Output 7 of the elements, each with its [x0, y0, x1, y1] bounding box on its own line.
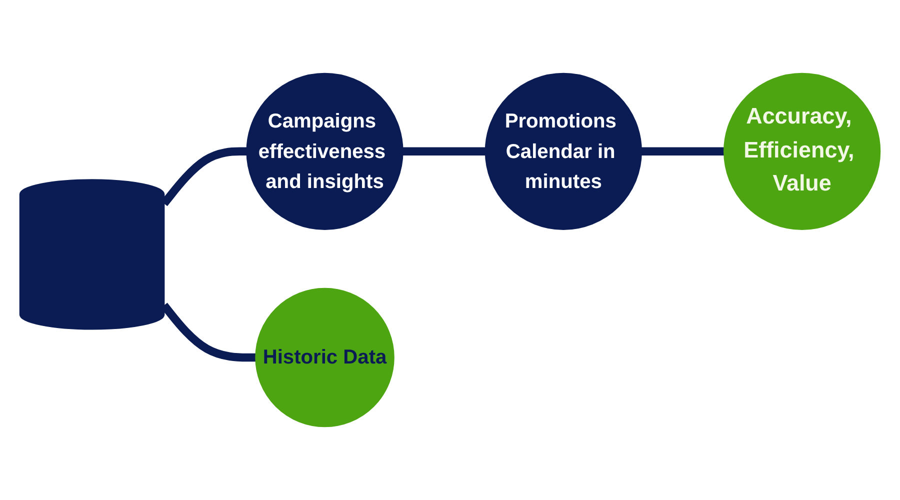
node-circle: Accuracy, Efficiency, Value	[724, 72, 881, 230]
node-circle: Historic Data	[255, 288, 394, 428]
node-circle: Campaigns effectiveness and insights	[246, 72, 404, 230]
connector	[402, 147, 486, 156]
node-circle: Promotions Calendar in minutes	[484, 72, 642, 230]
connector	[641, 147, 724, 156]
node-cylinder	[19, 179, 165, 330]
